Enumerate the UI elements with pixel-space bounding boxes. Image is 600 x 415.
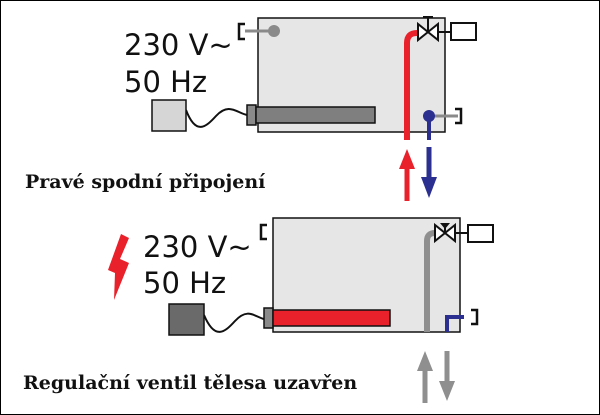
top-sensor-knob (268, 25, 280, 37)
bottom-heating-element-cap (263, 307, 274, 329)
bottom-power-cable (203, 312, 265, 333)
bottom-frequency-label: 50 Hz (143, 266, 227, 300)
bottom-heating-element (272, 309, 391, 327)
top-heating-element-cap (246, 104, 257, 126)
bottom-bracket-right (471, 308, 479, 326)
top-frequency-label: 50 Hz (124, 65, 208, 99)
top-power-plug[interactable] (151, 99, 187, 132)
top-supply-pipe[interactable] (404, 30, 419, 140)
top-voltage-label: 230 V~ (124, 28, 233, 62)
top-valve-icon[interactable] (417, 16, 439, 43)
bottom-caption: Regulační ventil tělesa uzavřen (23, 372, 358, 394)
top-bracket-left (237, 22, 245, 41)
bottom-radiator-scenario (108, 217, 494, 403)
top-heating-element (255, 106, 376, 124)
top-caption: Pravé spodní připojení (25, 171, 266, 193)
top-flow-up-arrow (399, 149, 415, 201)
bottom-voltage-label: 230 V~ (143, 230, 252, 264)
top-power-cable (185, 108, 248, 128)
bottom-valve-head[interactable] (467, 224, 494, 243)
bottom-supply-pipe[interactable] (424, 230, 436, 332)
lightning-bolt-icon (108, 234, 129, 300)
top-radiator-scenario (151, 16, 477, 201)
bottom-power-plug[interactable] (168, 303, 205, 336)
top-valve-head[interactable] (450, 22, 477, 41)
bottom-bracket-left (259, 223, 267, 241)
bottom-flow-down-arrow (439, 351, 455, 401)
bottom-flow-up-arrow (417, 351, 433, 403)
top-flow-down-arrow (421, 147, 437, 198)
bottom-valve-icon[interactable] (434, 222, 456, 244)
top-bracket-right (455, 107, 463, 125)
bottom-return-pipe[interactable] (445, 315, 464, 332)
